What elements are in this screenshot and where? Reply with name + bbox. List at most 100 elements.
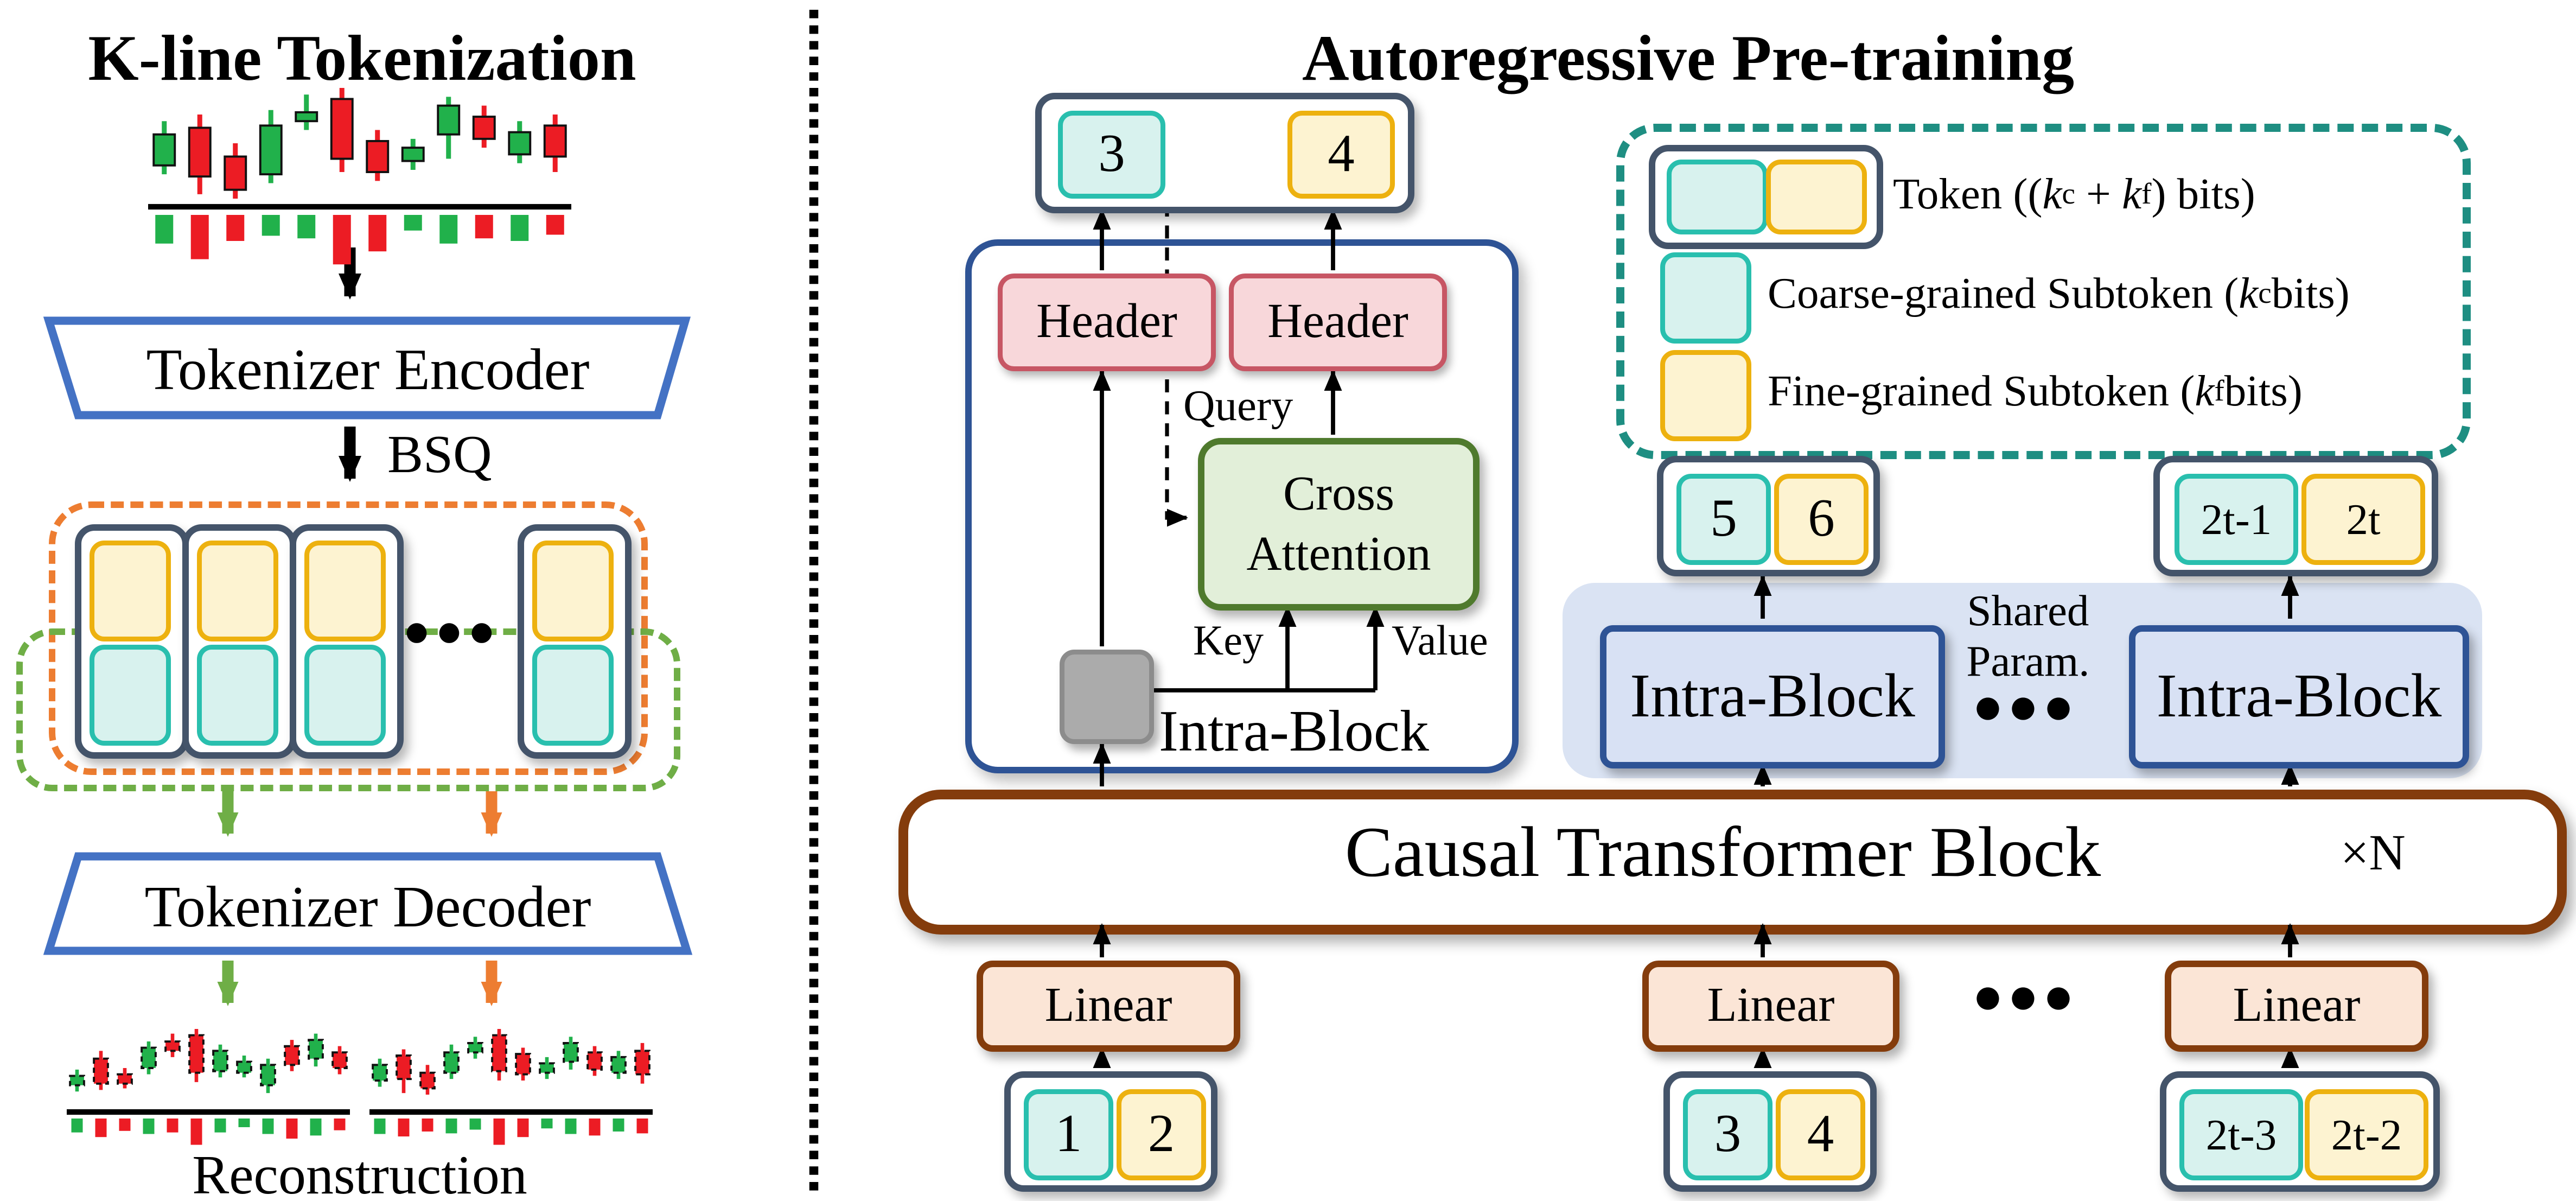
candle-body xyxy=(563,1041,579,1063)
fine-subtoken-icon xyxy=(532,541,614,641)
candle-body xyxy=(472,116,496,140)
volume-bar xyxy=(310,1119,322,1136)
volume-bar xyxy=(541,1119,553,1129)
repeat-n-label: ×N xyxy=(2341,823,2406,880)
header-box-right: Header xyxy=(1229,274,1447,371)
shared-param-label: Shared Param. xyxy=(1947,586,2109,687)
volume-bar xyxy=(511,215,529,241)
output-fine-subtoken: 4 xyxy=(1287,111,1395,199)
volume-bar xyxy=(404,215,422,231)
candle-body xyxy=(224,155,247,191)
candle-body xyxy=(330,98,354,160)
candle-body xyxy=(508,131,532,156)
legend-fine-in-pair-icon xyxy=(1766,160,1867,234)
candle-body xyxy=(117,1073,133,1085)
left-title: K-line Tokenization xyxy=(88,21,636,94)
volume-bar xyxy=(398,1119,410,1137)
header-box-left: Header xyxy=(998,274,1216,371)
candle-body xyxy=(236,1060,252,1074)
candle-body xyxy=(295,111,318,123)
candle-body xyxy=(152,133,176,167)
volume-bar xyxy=(475,215,493,239)
candle-body xyxy=(366,139,390,173)
volume-bar xyxy=(546,215,564,235)
candle-body xyxy=(634,1050,651,1076)
volume-bar xyxy=(469,1119,481,1130)
fine-subtoken-icon xyxy=(304,541,386,641)
volume-bar xyxy=(297,215,316,239)
chart-baseline xyxy=(369,1109,653,1115)
volume-bar xyxy=(493,1119,505,1145)
volume-bar xyxy=(190,1119,202,1145)
volume-bar xyxy=(286,1119,298,1139)
volume-bar xyxy=(214,1119,226,1133)
token-column-n xyxy=(518,524,632,759)
subtoken-2: 2 xyxy=(1117,1089,1206,1180)
cross-attention-line1: Cross xyxy=(1283,466,1395,520)
candle-body xyxy=(188,1034,205,1074)
subtoken-5: 5 xyxy=(1676,474,1771,565)
volume-bar xyxy=(439,215,458,244)
intra-block-left: Intra-Block xyxy=(1600,625,1945,768)
candle-body xyxy=(308,1039,324,1060)
candle-body xyxy=(401,147,425,162)
fine-subtoken-icon xyxy=(90,541,171,641)
reconstruction-label: Reconstruction xyxy=(192,1146,527,1201)
candle-body xyxy=(443,1051,460,1074)
cross-attention-line2: Attention xyxy=(1246,528,1431,581)
chart-baseline xyxy=(148,204,571,210)
candle-body xyxy=(141,1046,157,1069)
volume-bar xyxy=(190,215,209,259)
token-sequence-ellipsis: ●●● xyxy=(405,615,503,646)
volume-bar xyxy=(95,1119,107,1138)
candle-body xyxy=(164,1040,181,1052)
subtoken-2t: 2t xyxy=(2301,474,2425,565)
candle-body xyxy=(437,104,461,136)
volume-bar xyxy=(334,1119,346,1130)
shared-param-line2: Param. xyxy=(1966,637,2090,686)
candle-body xyxy=(419,1071,436,1090)
coarse-subtoken-icon xyxy=(304,645,386,746)
fine-subtoken-icon xyxy=(197,541,278,641)
token-column-2 xyxy=(182,524,296,759)
candle-body xyxy=(69,1075,85,1086)
token-column-3 xyxy=(290,524,404,759)
volume-bar xyxy=(333,215,351,265)
volume-bar xyxy=(71,1119,83,1133)
volume-bar xyxy=(565,1119,577,1134)
kline-input-chart xyxy=(148,88,571,265)
subtoken-1: 1 xyxy=(1024,1089,1113,1180)
token-sequence-orange-box xyxy=(49,501,648,775)
candle-body xyxy=(212,1050,228,1072)
cross-attention-box: Cross Attention xyxy=(1198,438,1480,611)
linear-box-2: Linear xyxy=(1642,961,1899,1052)
legend-token-pair-icon xyxy=(1649,145,1883,249)
candle-body xyxy=(93,1057,109,1085)
key-label: Key xyxy=(1193,617,1264,664)
candle-body xyxy=(188,126,212,178)
volume-bar xyxy=(167,1119,178,1133)
input-token-pair-3-4: 3 4 xyxy=(1663,1071,1877,1192)
output-token-pair: 3 4 xyxy=(1035,93,1414,213)
volume-bar xyxy=(238,1119,250,1127)
legend-fine-icon xyxy=(1660,350,1751,441)
candle-body xyxy=(586,1051,603,1071)
subtoken-4: 4 xyxy=(1776,1089,1865,1180)
candle-body xyxy=(372,1064,388,1082)
subtoken-2t-1: 2t-1 xyxy=(2175,474,2298,565)
volume-bar xyxy=(119,1119,131,1131)
right-title: Autoregressive Pre-training xyxy=(1302,21,2075,94)
shared-param-line1: Shared xyxy=(1967,586,2089,635)
candle-body xyxy=(259,124,283,176)
sequence-ellipsis: ●●● xyxy=(1975,690,2081,725)
subtoken-2t-3: 2t-3 xyxy=(2179,1089,2303,1180)
subtoken-6: 6 xyxy=(1774,474,1869,565)
volume-bar xyxy=(422,1119,433,1132)
volume-bar xyxy=(445,1119,457,1134)
output-coarse-subtoken: 3 xyxy=(1058,111,1165,199)
legend-coarse-icon xyxy=(1660,252,1751,344)
